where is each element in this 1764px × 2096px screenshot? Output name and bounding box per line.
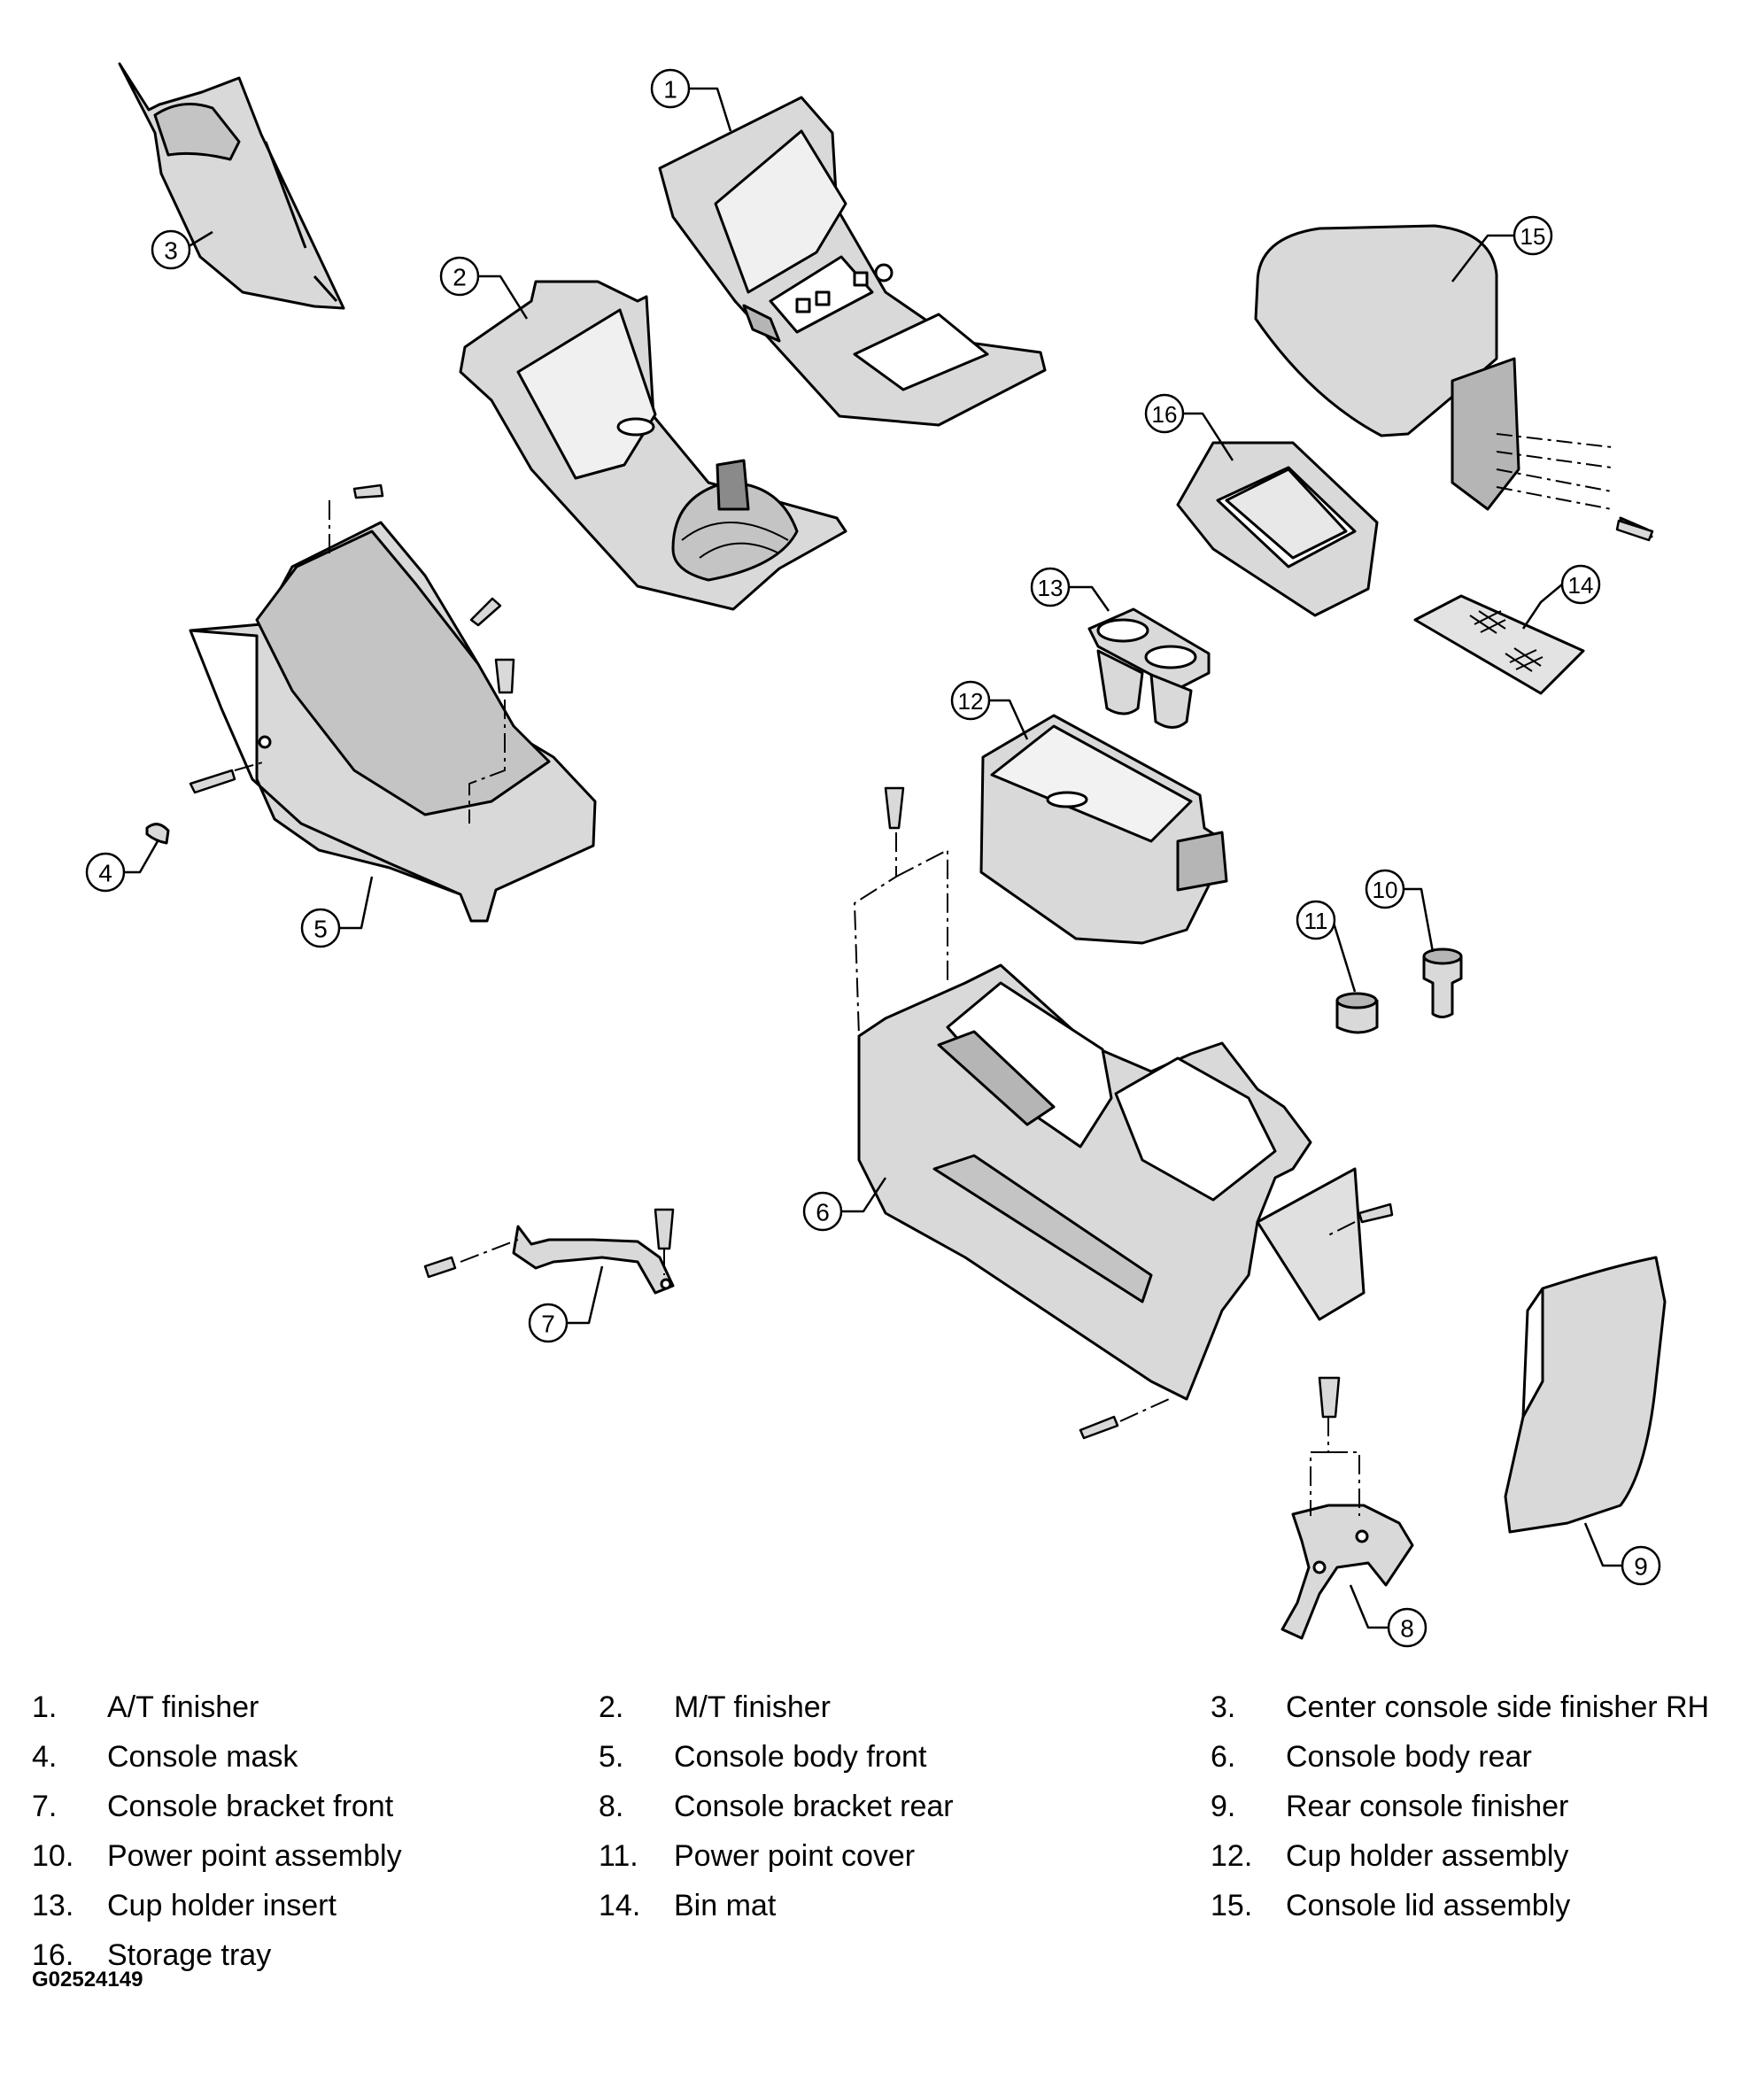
legend-number: 15. [1211, 1889, 1253, 1922]
mt-finisher-part [459, 280, 847, 611]
callout-2: 2 [453, 264, 467, 291]
callout-16: 16 [1152, 401, 1178, 428]
callout-13: 13 [1038, 575, 1064, 601]
legend-label: Console lid assembly [1286, 1889, 1571, 1922]
console-mask-part [145, 823, 170, 845]
callout-5: 5 [313, 916, 328, 943]
callout-circles [85, 68, 1661, 1648]
at-finisher-part [658, 96, 1047, 427]
legend-number: 1. [32, 1690, 58, 1724]
legend-number: 4. [32, 1740, 58, 1774]
console-body-rear-part [857, 963, 1366, 1401]
power-point-assembly-part [1422, 947, 1463, 1018]
assembly-guide-lines [234, 500, 1360, 1516]
legend-label: A/T finisher [107, 1690, 259, 1724]
callout-8: 8 [1400, 1615, 1414, 1643]
legend-number: 3. [1211, 1690, 1236, 1724]
callout-1: 1 [663, 76, 677, 104]
legend-label: Console bracket front [107, 1790, 394, 1823]
legend-number: 6. [1211, 1740, 1236, 1774]
legend-number: 8. [599, 1790, 624, 1823]
leader-lines [123, 87, 1622, 1629]
side-finisher-rh-part [118, 62, 345, 310]
console-bracket-front-part [512, 1225, 675, 1295]
callout-7: 7 [541, 1311, 555, 1338]
legend-number: 10. [32, 1839, 74, 1873]
storage-tray-part [1176, 441, 1379, 617]
legend-label: Rear console finisher [1286, 1790, 1569, 1823]
callout-12: 12 [958, 688, 984, 715]
screws [189, 483, 1654, 1440]
callout-4: 4 [98, 860, 112, 887]
exploded-parts-diagram: 1 2 3 4 5 6 7 8 9 10 11 12 13 14 15 16 [85, 62, 1667, 1648]
callout-11: 11 [1304, 908, 1328, 934]
cup-holder-assembly-part [979, 714, 1228, 945]
cup-holder-insert-part [1087, 607, 1211, 729]
legend-number: 14. [599, 1889, 641, 1922]
figure-code: G02524149 [32, 1968, 143, 1992]
legend-number: 9. [1211, 1790, 1236, 1823]
legend-label: Console bracket rear [674, 1790, 954, 1823]
legend-number: 16. [32, 1938, 74, 1972]
callout-9: 9 [1634, 1553, 1648, 1581]
legend-label: M/T finisher [674, 1690, 831, 1724]
callout-14: 14 [1568, 572, 1594, 599]
console-body-front-part [189, 521, 597, 923]
console-bracket-rear-part [1280, 1504, 1414, 1640]
legend-number: 11. [599, 1839, 638, 1873]
legend-number: 2. [599, 1690, 624, 1724]
bin-mat-part [1413, 594, 1585, 695]
legend-number: 5. [599, 1740, 624, 1774]
callout-15: 15 [1520, 223, 1546, 250]
legend-label: Cup holder insert [107, 1889, 337, 1922]
legend-label: Power point assembly [107, 1839, 402, 1873]
callout-10: 10 [1373, 877, 1398, 903]
callout-3: 3 [164, 237, 178, 265]
power-point-cover-part [1335, 992, 1379, 1034]
console-lid-assembly-part [1254, 224, 1653, 538]
legend-label: Cup holder assembly [1286, 1839, 1569, 1873]
legend-number: 12. [1211, 1839, 1253, 1873]
legend-label: Console body front [674, 1740, 927, 1774]
legend-label: Console body rear [1286, 1740, 1532, 1774]
legend-label: Bin mat [674, 1889, 777, 1922]
legend-number: 7. [32, 1790, 58, 1823]
legend-number: 13. [32, 1889, 74, 1922]
rear-console-finisher-part [1504, 1256, 1667, 1534]
legend-label: Power point cover [674, 1839, 916, 1873]
legend-label: Center console side finisher RH [1286, 1690, 1710, 1724]
legend-label: Console mask [107, 1740, 298, 1774]
callout-6: 6 [816, 1199, 830, 1226]
legend-label: Storage tray [107, 1938, 272, 1972]
